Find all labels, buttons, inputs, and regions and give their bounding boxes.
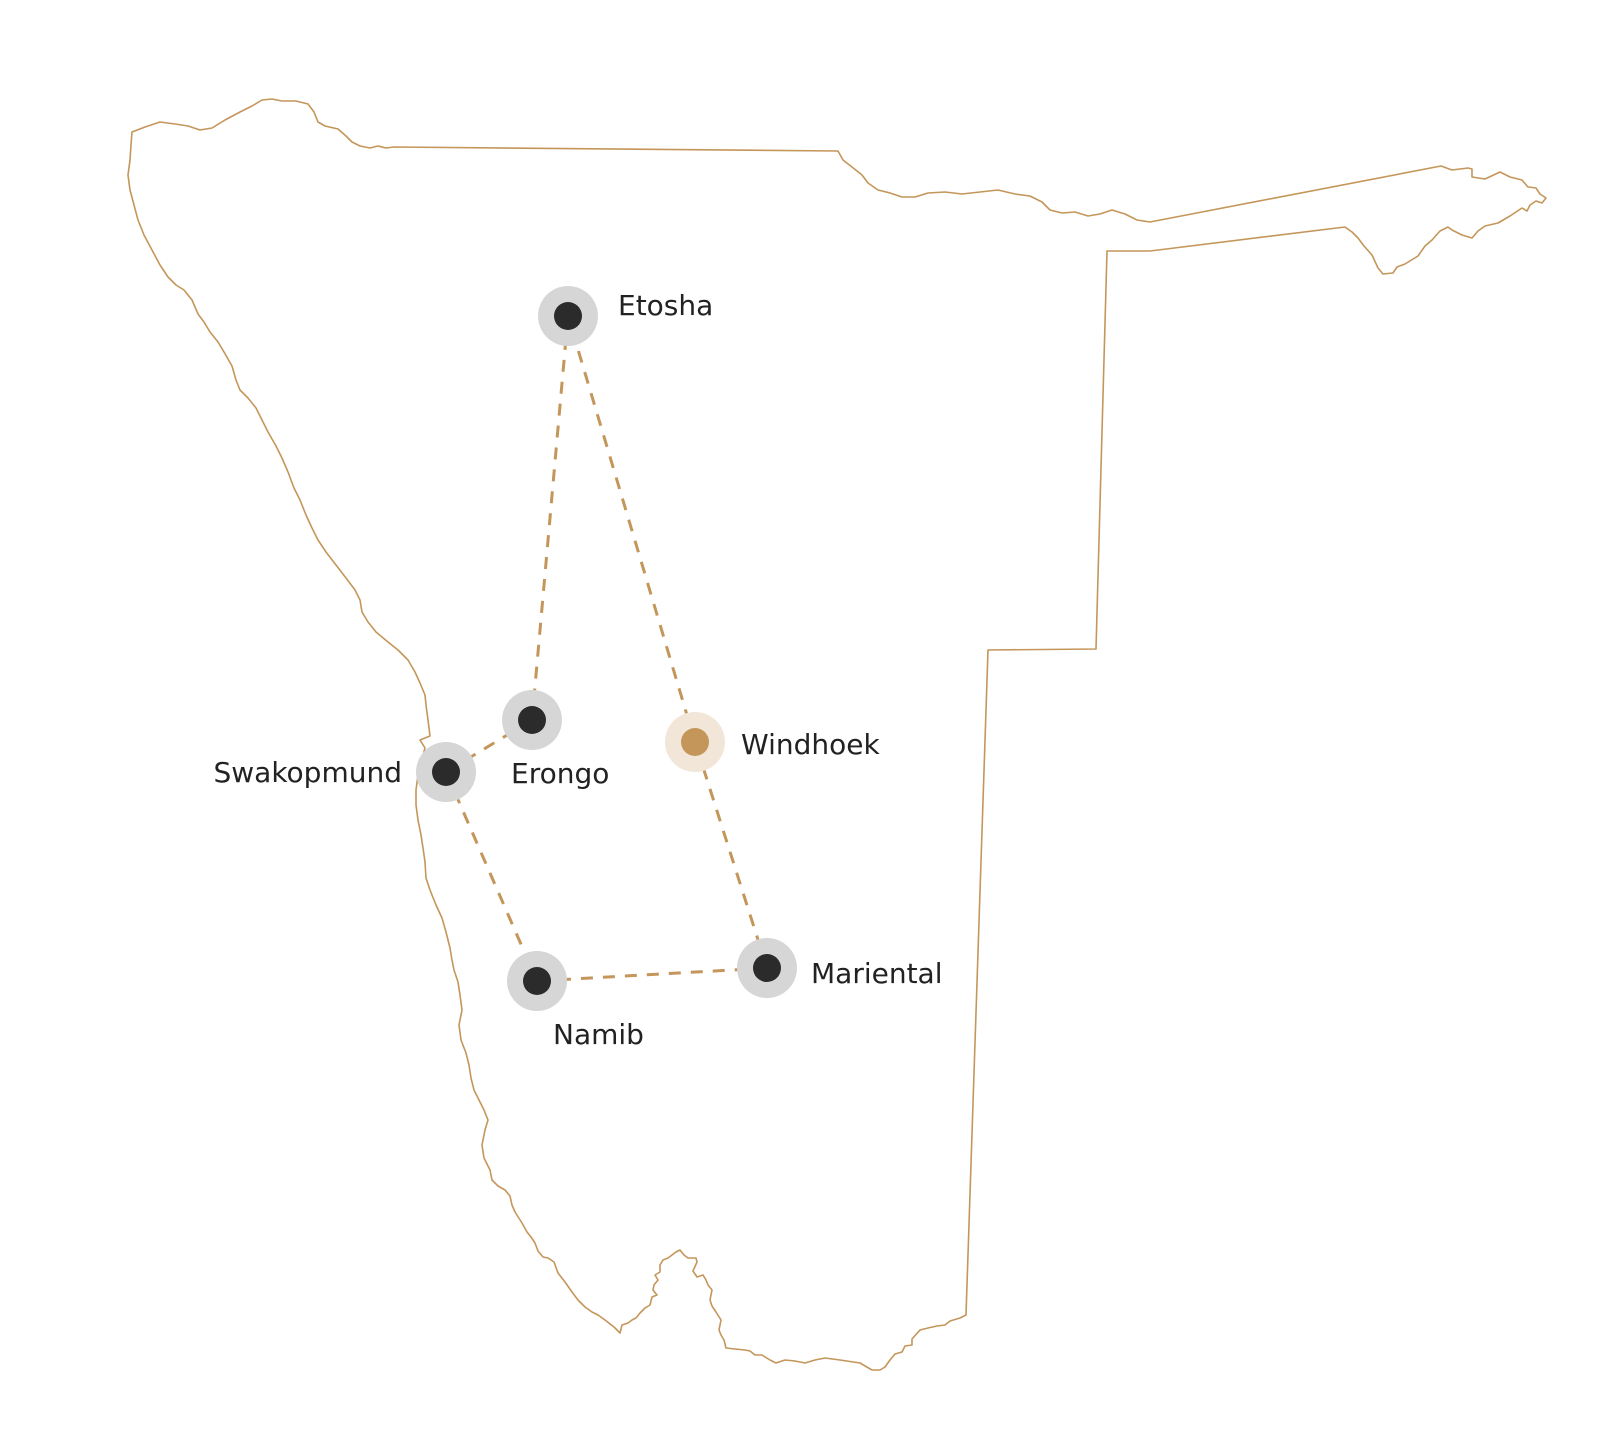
location-label: Windhoek	[741, 728, 880, 761]
marker-dot-icon	[554, 302, 582, 330]
location-label: Erongo	[511, 757, 609, 790]
route-mariental-windhoek	[693, 741, 769, 969]
route-windhoek-etosha	[566, 315, 697, 743]
marker-windhoek[interactable]: Windhoek	[665, 712, 880, 772]
marker-mariental[interactable]: Mariental	[737, 938, 943, 998]
marker-namib[interactable]: Namib	[507, 951, 644, 1051]
marker-dot-icon	[753, 954, 781, 982]
route-erongo-swakopmund	[445, 718, 533, 774]
location-label: Swakopmund	[214, 756, 403, 789]
location-label: Namib	[553, 1018, 644, 1051]
location-label: Mariental	[811, 957, 943, 990]
marker-dot-icon	[432, 758, 460, 786]
location-label: Etosha	[618, 289, 713, 322]
route-namib-mariental	[536, 966, 768, 983]
marker-dot-icon	[518, 706, 546, 734]
marker-swakopmund[interactable]: Swakopmund	[214, 742, 477, 802]
marker-etosha[interactable]: Etosha	[538, 286, 713, 346]
route-lines	[444, 315, 769, 983]
marker-erongo[interactable]: Erongo	[502, 690, 609, 790]
route-etosha-erongo	[530, 315, 570, 721]
marker-dot-icon	[523, 967, 551, 995]
marker-dot-icon	[681, 728, 709, 756]
route-swakopmund-namib	[444, 771, 539, 982]
country-border	[127, 98, 1547, 1371]
